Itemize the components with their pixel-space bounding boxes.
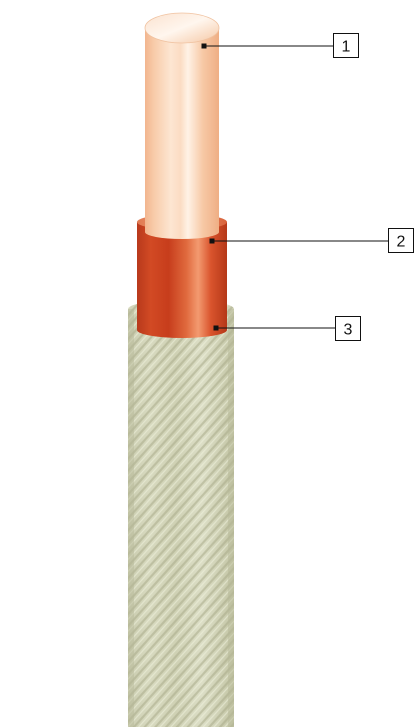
callout-1-label: 1 xyxy=(342,39,351,56)
callout-2-label: 2 xyxy=(397,234,406,251)
callout-3-marker xyxy=(214,326,219,331)
copper-core xyxy=(145,13,219,239)
callout-1-marker xyxy=(202,44,207,49)
callout-3-label: 3 xyxy=(344,322,353,339)
braided-jacket xyxy=(128,300,234,727)
callout-3: 3 xyxy=(214,317,361,341)
callout-2-marker xyxy=(210,239,215,244)
callout-2: 2 xyxy=(210,229,414,253)
callout-1: 1 xyxy=(202,34,359,58)
